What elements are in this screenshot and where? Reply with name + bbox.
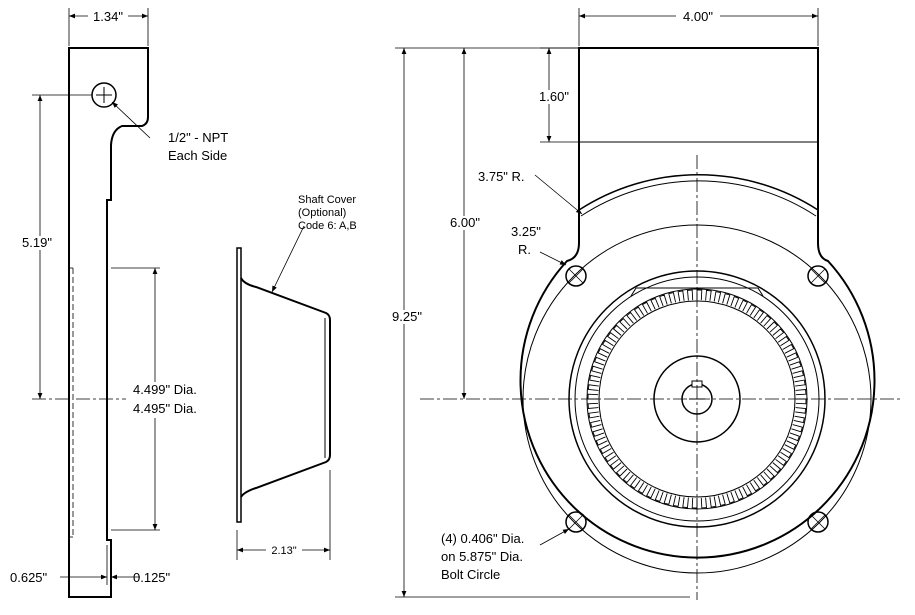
side-width-dim: 1.34" — [93, 9, 123, 24]
bore-diameter-lower: 4.495" Dia. — [133, 401, 197, 416]
gear-tooth-profile — [587, 289, 807, 509]
npt-label-line2: Each Side — [168, 148, 227, 163]
large-radius-label: 3.75" R. — [478, 169, 525, 184]
port-height-dim: 5.19" — [22, 235, 52, 250]
bolt-hole-bottom-right — [807, 511, 829, 533]
shaft-cover-view: Shaft Cover (Optional) Code 6: A,B 2.13" — [236, 194, 357, 560]
top-height-dim: 1.60" — [539, 89, 569, 104]
bore-diameter-upper: 4.499" Dia. — [133, 382, 197, 397]
bolt-hole-bottom-left — [565, 511, 587, 533]
bolt-hole-top-right — [807, 265, 829, 287]
bolt-note-line2: on 5.875" Dia. — [441, 549, 523, 564]
shaft-cover-line3: Code 6: A,B — [298, 220, 357, 232]
side-view: 1.34" 5.19" 1/2" - NPT Each Side 4.499" … — [10, 8, 228, 598]
gear-teeth — [587, 289, 807, 509]
flange-offset-dim: 0.625" — [10, 570, 48, 585]
small-radius-unit: R. — [518, 242, 531, 257]
bolt-note-line3: Bolt Circle — [441, 567, 500, 582]
flange-thickness-dim: 0.125" — [133, 570, 171, 585]
front-view: 4.00" 1.60" 9.25" 6.00" 3.75" R. 3.25" R… — [386, 8, 900, 600]
small-radius-value: 3.25" — [511, 224, 541, 239]
shaft-cover-line2: (Optional) — [298, 207, 346, 219]
overall-height-dim: 9.25" — [392, 309, 422, 324]
front-width-dim: 4.00" — [683, 9, 713, 24]
bolt-hole-top-left — [565, 265, 587, 287]
shaft-cover-line1: Shaft Cover — [298, 194, 356, 206]
center-height-dim: 6.00" — [450, 215, 480, 230]
bolt-note-line1: (4) 0.406" Dia. — [441, 531, 524, 546]
cover-depth-dim: 2.13" — [271, 545, 296, 557]
npt-label-line1: 1/2" - NPT — [168, 130, 228, 145]
